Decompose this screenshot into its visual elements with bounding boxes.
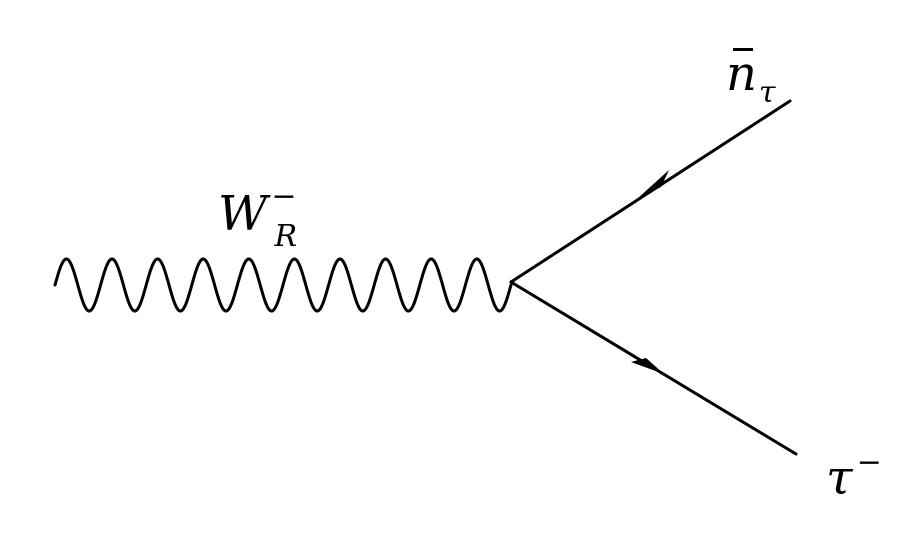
antineutrino-arrow bbox=[638, 170, 669, 198]
tau-arrow bbox=[631, 358, 664, 374]
antineutrino-subscript: τ bbox=[758, 75, 776, 110]
antineutrino-symbol: n bbox=[726, 46, 757, 102]
boson-subscript: R bbox=[274, 219, 298, 254]
w-boson-propagator bbox=[53, 257, 513, 313]
lepton-charge: − bbox=[856, 445, 882, 480]
boson-symbol: W bbox=[218, 186, 268, 242]
antiparticle-bar bbox=[733, 48, 753, 51]
boson-label: W− R bbox=[218, 182, 315, 252]
antineutrino-label: nτ bbox=[726, 48, 776, 108]
lepton-symbol: τ bbox=[826, 450, 853, 506]
interaction-vertex bbox=[509, 280, 513, 284]
lepton-label: τ− bbox=[826, 448, 882, 503]
boson-charge: − bbox=[271, 179, 297, 214]
